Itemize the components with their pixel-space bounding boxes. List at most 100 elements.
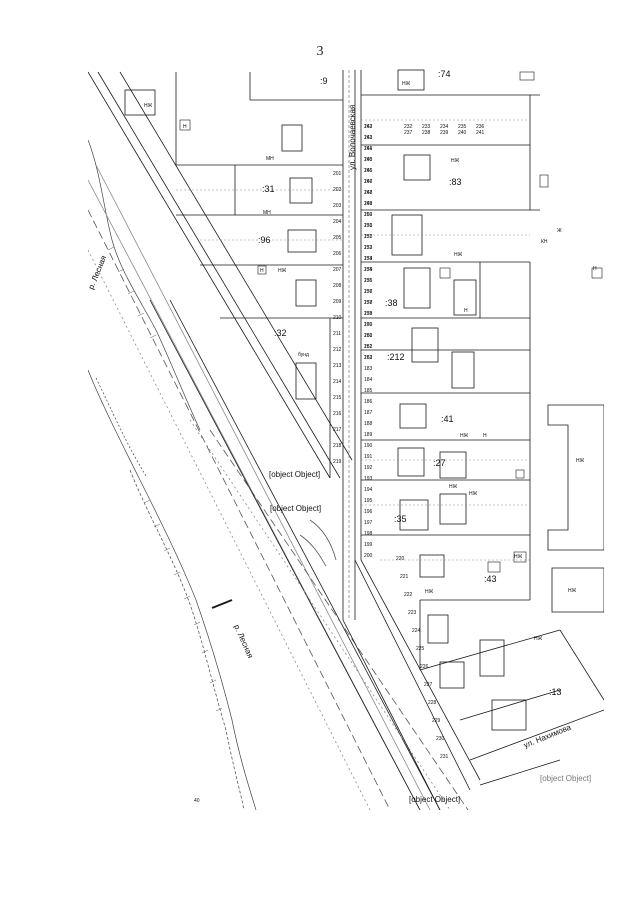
parcel-label: :32: [274, 328, 287, 338]
survey-point-label: 163: [364, 124, 373, 130]
survey-point-label: 174: [364, 267, 373, 273]
building-tag: НЖ: [514, 554, 523, 560]
survey-point-label: 200: [364, 553, 373, 559]
survey-point-label: 258: [364, 300, 373, 306]
building-tag: НЖ: [425, 589, 434, 595]
survey-point-label: 221: [400, 574, 409, 580]
survey-point-label: 196: [364, 509, 373, 515]
parcel-label: :35: [394, 514, 407, 524]
dotted-lines: [176, 119, 530, 561]
survey-point-label: 244: [364, 146, 373, 152]
parcel-label: :13: [549, 687, 562, 697]
survey-point-label: 262: [364, 344, 373, 350]
survey-point-label: 181: [364, 344, 373, 350]
survey-point-label: 186: [364, 399, 373, 405]
survey-point-label: 169: [364, 212, 373, 218]
parcel-label: :38: [385, 298, 398, 308]
survey-point-label: 187: [364, 410, 373, 416]
survey-point-label: 165: [364, 168, 373, 174]
cadastral-number: [object Object]: [540, 774, 591, 783]
survey-point-label: 213: [333, 363, 342, 369]
building-tag: Н: [483, 433, 487, 439]
survey-point-label: 193: [364, 476, 373, 482]
survey-point-label: 236: [476, 124, 485, 130]
building-tag: НЖ: [576, 458, 585, 464]
boundaries: [175, 72, 604, 786]
survey-point-label: 218: [333, 443, 342, 449]
parcel-label: :27: [433, 458, 446, 468]
survey-point-label: 190: [364, 443, 373, 449]
parcel-label: :212: [387, 352, 405, 362]
survey-point-label: 234: [440, 124, 449, 130]
building-tag: Н: [183, 124, 187, 130]
survey-point-label: 215: [333, 395, 342, 401]
survey-point-label: 198: [364, 531, 373, 537]
survey-point-label: 168: [364, 201, 373, 207]
survey-points: 1631621611601651661671681691701711721731…: [333, 124, 485, 760]
parcel-label: :31: [262, 184, 275, 194]
parcel-label: :74: [438, 69, 451, 79]
corner-mark: 40: [194, 798, 200, 804]
survey-point-label: 199: [364, 542, 373, 548]
survey-point-label: 212: [333, 347, 342, 353]
survey-point-label: 178: [364, 311, 373, 317]
survey-point-label: 208: [333, 283, 342, 289]
page-number: 3: [316, 44, 324, 59]
survey-point-label: 172: [364, 245, 373, 251]
cadastral-number: [object Object]: [270, 504, 321, 513]
building-tag: НЖ: [449, 484, 458, 490]
survey-point-label: 170: [364, 223, 373, 229]
road-corridor: [88, 71, 469, 810]
survey-point-label: 260: [364, 322, 373, 328]
survey-point-label: 183: [364, 366, 373, 372]
ramp: [299, 534, 327, 567]
survey-point-label: 220: [396, 556, 405, 562]
survey-point-label: 206: [333, 251, 342, 257]
survey-point-label: 161: [364, 146, 373, 152]
survey-point-label: 229: [432, 718, 441, 724]
survey-point-label: 235: [458, 124, 467, 130]
survey-point-label: 231: [440, 754, 449, 760]
building-tag: Н: [464, 308, 468, 314]
survey-point-label: 204: [333, 219, 342, 225]
survey-point-label: 189: [364, 432, 373, 438]
building-tag: НЖ: [469, 491, 478, 497]
river-bank: [88, 139, 257, 810]
survey-point-label: 226: [420, 664, 429, 670]
survey-point-label: 219: [333, 459, 342, 465]
cadastral-number: [object Object]: [409, 795, 460, 804]
survey-point-label: 192: [364, 465, 373, 471]
building-tag: МН: [266, 156, 274, 162]
survey-point-label: 210: [333, 315, 342, 321]
survey-point-label: 160: [364, 157, 373, 163]
building-tag: бунд: [298, 352, 309, 358]
big-building: [547, 404, 604, 613]
survey-point-label: 255: [364, 267, 373, 273]
survey-point-label: 253: [364, 245, 373, 251]
survey-point-label: 257: [364, 289, 373, 295]
survey-point-label: 188: [364, 421, 373, 427]
survey-point-label: 176: [364, 289, 373, 295]
survey-point-label: 246: [364, 168, 373, 174]
building-tag: НЖ: [534, 636, 543, 642]
survey-point-label: 171: [364, 234, 373, 240]
survey-point-label: 214: [333, 379, 342, 385]
survey-point-label: 211: [333, 331, 341, 337]
building-tag: НЖ: [454, 252, 463, 258]
map-labels: :9 :74 :83 :31 :96 :38 :32 :212 :41 :27 …: [87, 69, 597, 804]
survey-point-label: 238: [422, 130, 431, 136]
survey-point-label: 180: [364, 333, 373, 339]
survey-point-label: 247: [364, 179, 373, 185]
river-name: р. Лесная: [87, 254, 109, 291]
survey-point-label: 223: [408, 610, 417, 616]
survey-point-label: 222: [404, 592, 413, 598]
survey-point-label: 179: [364, 322, 373, 328]
river-name: р. Лесная: [232, 623, 255, 659]
survey-point-label: 250: [364, 212, 373, 218]
building-tag: НЖ: [568, 588, 577, 594]
survey-point-label: 243: [364, 135, 373, 141]
survey-point-label: 194: [364, 487, 373, 493]
survey-point-label: 240: [458, 130, 467, 136]
parcel-label: :96: [258, 235, 271, 245]
